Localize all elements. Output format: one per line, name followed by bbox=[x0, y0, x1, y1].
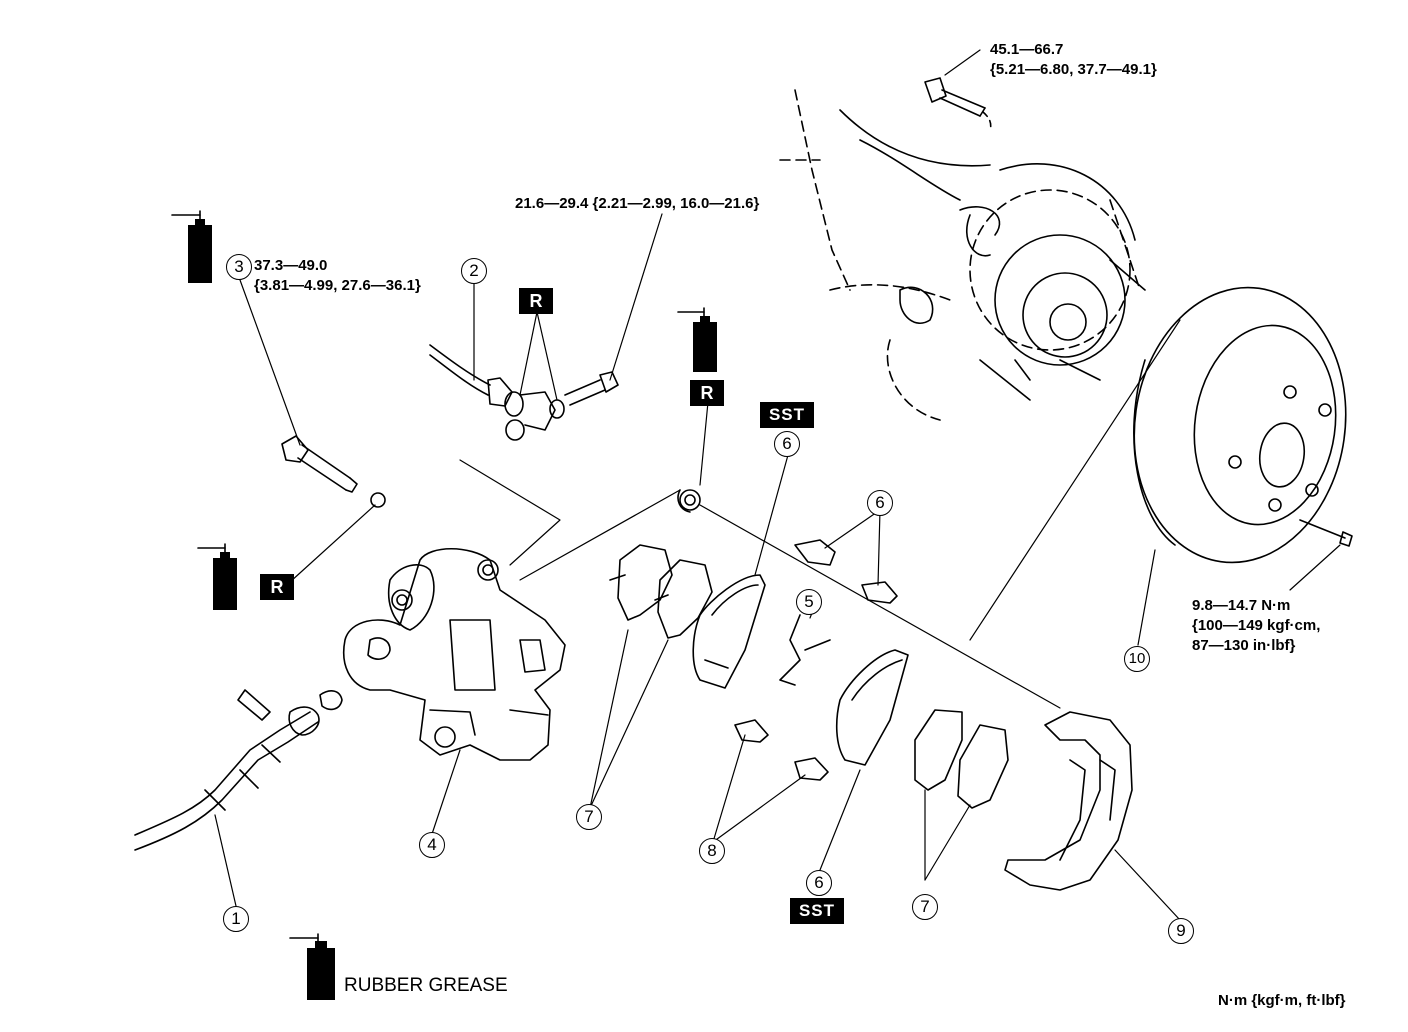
torque-line: 37.3—49.0 bbox=[254, 257, 328, 274]
shims-clips-upper bbox=[794, 539, 898, 604]
callout-10: 10 bbox=[1124, 646, 1150, 672]
sst-tag-bottom: SST bbox=[790, 898, 844, 924]
grease-can-icon bbox=[171, 210, 212, 283]
torque-spec-banjo-bolt: 21.6—29.4 {2.21—2.99, 16.0—21.6} bbox=[515, 194, 759, 214]
piston-seal bbox=[677, 489, 701, 513]
pad-spring bbox=[779, 614, 831, 686]
grease-can-icon bbox=[289, 933, 335, 1000]
callout-1: 1 bbox=[223, 906, 249, 932]
legend-rubber-grease: RUBBER GREASE bbox=[344, 975, 508, 996]
knuckle-bolt bbox=[924, 77, 992, 131]
disc-plate bbox=[1133, 286, 1353, 564]
torque-line: 45.1—66.7 bbox=[990, 41, 1064, 58]
callout-7-left: 7 bbox=[576, 804, 602, 830]
guide-pin-bolt bbox=[281, 435, 386, 508]
callout-7-right: 7 bbox=[912, 894, 938, 920]
leader-lines bbox=[214, 49, 1341, 921]
callout-6-top: 6 bbox=[774, 431, 800, 457]
grease-can-icon bbox=[197, 543, 237, 610]
callout-2: 2 bbox=[461, 258, 487, 284]
torque-line: {5.21—6.80, 37.7—49.1} bbox=[990, 61, 1157, 78]
shims-right bbox=[914, 709, 1009, 809]
pad-left bbox=[692, 574, 766, 689]
torque-line: 21.6—29.4 {2.21—2.99, 16.0—21.6} bbox=[515, 195, 760, 212]
parking-brake-cable bbox=[134, 689, 343, 851]
torque-line: {100—149 kgf·cm, bbox=[1192, 617, 1321, 634]
brake-hose-banjo bbox=[429, 344, 619, 441]
callout-5: 5 bbox=[796, 589, 822, 615]
replace-tag-banjo: R bbox=[519, 288, 553, 314]
caliper-body bbox=[343, 547, 566, 761]
caliper-bracket bbox=[1004, 711, 1133, 891]
torque-spec-knuckle-bolt: 45.1—66.7 {5.21—6.80, 37.7—49.1} bbox=[990, 40, 1157, 80]
clips-lower bbox=[734, 719, 829, 781]
replace-tag-piston-seal: R bbox=[690, 380, 724, 406]
callout-6-clips: 6 bbox=[867, 490, 893, 516]
shims-left-outer bbox=[609, 544, 713, 639]
callout-4: 4 bbox=[419, 832, 445, 858]
callout-6-bottom: 6 bbox=[806, 870, 832, 896]
units-note: N·m {kgf·m, ft·lbf} bbox=[1218, 992, 1346, 1009]
sst-tag-top: SST bbox=[760, 402, 814, 428]
torque-spec-disc-screw: 9.8—14.7 N·m {100—149 kgf·cm, 87—130 in·… bbox=[1192, 596, 1320, 656]
torque-line: {3.81—4.99, 27.6—36.1} bbox=[254, 277, 421, 294]
torque-line: 87—130 in·lbf} bbox=[1192, 637, 1296, 654]
torque-spec-guide-bolt: 37.3—49.0 {3.81—4.99, 27.6—36.1} bbox=[254, 256, 421, 296]
pad-right bbox=[835, 649, 909, 766]
knuckle-hub bbox=[779, 89, 1146, 421]
grease-can-icon bbox=[677, 307, 717, 372]
callout-9: 9 bbox=[1168, 918, 1194, 944]
callout-8: 8 bbox=[699, 838, 725, 864]
replace-tag-slide: R bbox=[260, 574, 294, 600]
torque-line: 9.8—14.7 N·m bbox=[1192, 597, 1291, 614]
callout-3: 3 bbox=[226, 254, 252, 280]
